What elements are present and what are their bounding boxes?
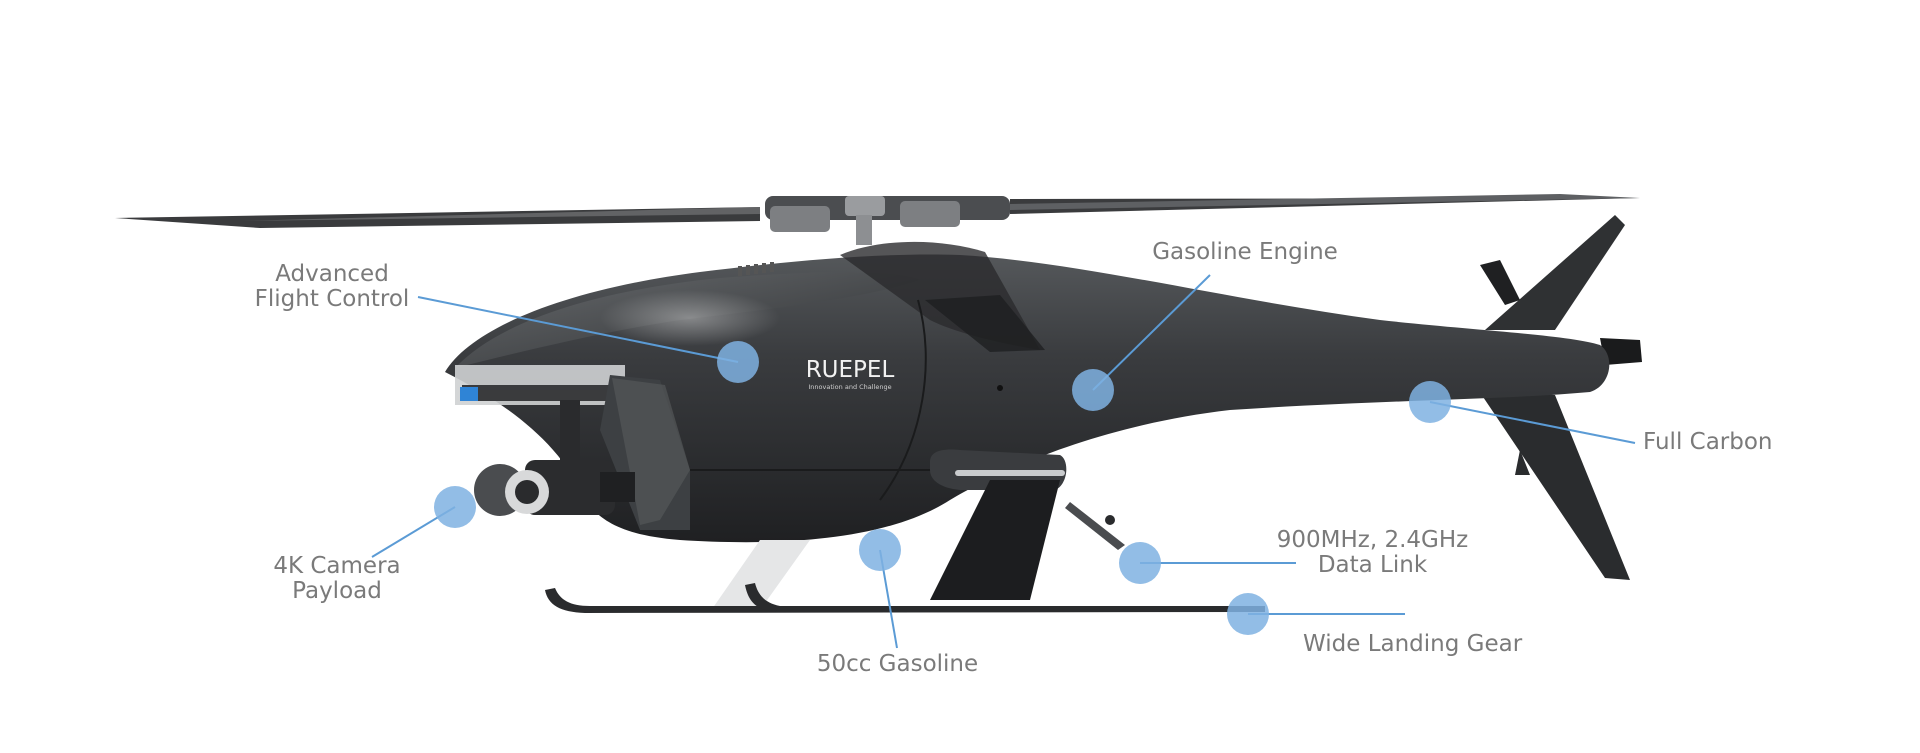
- fuselage: [445, 241, 1610, 543]
- marker-data-link: [1119, 542, 1161, 584]
- callout-markers: [434, 341, 1451, 635]
- label-data-link: 900MHz, 2.4GHz Data Link: [1270, 528, 1475, 578]
- landing-gear-illustration: [545, 449, 1265, 613]
- label-line: Data Link: [1317, 552, 1428, 578]
- label-line: 50cc Gasoline: [816, 651, 979, 677]
- marker-full-carbon: [1409, 381, 1451, 423]
- label-landing-gear: Wide Landing Gear: [1303, 632, 1522, 657]
- label-line: Advanced: [275, 261, 389, 287]
- label-gasoline-engine: Gasoline Engine: [1150, 240, 1340, 265]
- leader-full-carbon: [1429, 401, 1636, 444]
- label-line: Full Carbon: [1643, 429, 1773, 455]
- leader-flight-control: [417, 296, 739, 363]
- label-line: Payload: [292, 578, 382, 604]
- brand-tagline: Innovation and Challenge: [808, 383, 891, 391]
- marker-gasoline-engine: [1072, 369, 1114, 411]
- tail-fins: [1475, 215, 1642, 580]
- label-line: Gasoline Engine: [1152, 239, 1338, 265]
- main-rotor: [115, 194, 1640, 245]
- label-line: Wide Landing Gear: [1303, 631, 1523, 657]
- vent-slots: [738, 262, 774, 276]
- label-flight-control: Advanced Flight Control: [252, 262, 412, 312]
- label-line: Flight Control: [254, 286, 410, 312]
- label-camera: 4K Camera Payload: [262, 554, 412, 604]
- label-full-carbon: Full Carbon: [1643, 430, 1773, 455]
- marker-camera: [434, 486, 476, 528]
- marker-gasoline-50cc: [859, 529, 901, 571]
- marker-flight-control: [717, 341, 759, 383]
- label-line: 4K Camera: [273, 553, 401, 579]
- label-line: 900MHz, 2.4GHz: [1276, 527, 1469, 553]
- label-gasoline-50cc: 50cc Gasoline: [810, 652, 985, 677]
- marker-landing-gear: [1227, 593, 1269, 635]
- leader-gasoline-engine: [1092, 274, 1211, 391]
- camera-gimbal: [455, 365, 690, 530]
- brand-logo: RUEPEL: [806, 357, 895, 383]
